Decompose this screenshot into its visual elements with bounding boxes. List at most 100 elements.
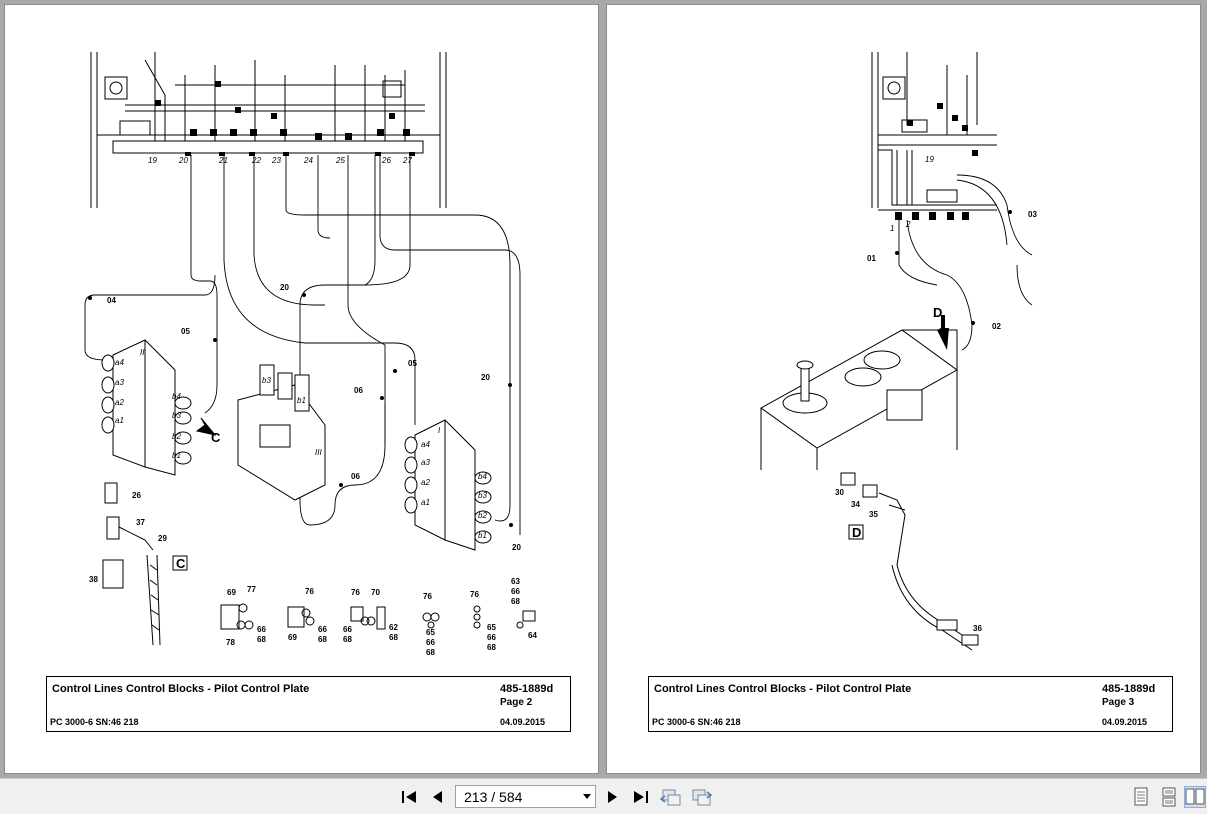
svg-text:66: 66	[257, 625, 266, 634]
document-number-right: 485-1889d	[1102, 683, 1156, 695]
svg-text:a2: a2	[421, 478, 430, 487]
svg-text:b4: b4	[172, 392, 181, 401]
label-27: 27	[402, 156, 412, 165]
hydraulic-drawing-left: 19 20 21 22 23 24 25 26 27	[84, 52, 537, 657]
svg-text:38: 38	[89, 575, 98, 584]
next-view-button[interactable]	[690, 786, 712, 808]
svg-text:66: 66	[426, 638, 435, 647]
title-block: Control Lines Control Blocks - Pilot Con…	[46, 676, 571, 732]
document-page-left: 19 20 21 22 23 24 25 26 27	[5, 5, 598, 773]
svg-text:a3: a3	[115, 378, 124, 387]
last-page-button[interactable]	[630, 786, 652, 808]
label-1: 1	[890, 224, 894, 233]
svg-text:b1: b1	[297, 396, 306, 405]
label-20: 20	[178, 156, 188, 165]
svg-text:30: 30	[835, 488, 844, 497]
svg-text:65: 65	[487, 623, 496, 632]
line-label-04: 04	[107, 296, 116, 305]
svg-text:37: 37	[136, 518, 145, 527]
svg-text:66: 66	[511, 587, 520, 596]
label-21: 21	[218, 156, 228, 165]
svg-text:68: 68	[487, 643, 496, 652]
svg-text:69: 69	[288, 633, 297, 642]
svg-text:b4: b4	[478, 472, 487, 481]
label-22: 22	[251, 156, 261, 165]
line-label-03: 03	[1028, 210, 1037, 219]
model-serial-right: PC 3000-6 SN:46 218	[652, 717, 741, 727]
svg-text:a2: a2	[115, 398, 124, 407]
page-label: Page 2	[500, 697, 533, 708]
previous-page-button[interactable]	[426, 786, 448, 808]
continuous-page-icon	[1162, 787, 1176, 807]
drawing-title-right: Control Lines Control Blocks - Pilot Con…	[654, 683, 912, 695]
svg-text:a1: a1	[115, 416, 124, 425]
first-page-icon	[402, 791, 416, 803]
svg-text:68: 68	[426, 648, 435, 657]
svg-text:68: 68	[389, 633, 398, 642]
svg-text:76: 76	[305, 587, 314, 596]
svg-text:66: 66	[318, 625, 327, 634]
drawing-date: 04.09.2015	[500, 717, 546, 727]
svg-text:62: 62	[389, 623, 398, 632]
viewer-toolbar: 213 / 584	[0, 778, 1207, 814]
line-label-20c: 20	[512, 543, 521, 552]
svg-text:65: 65	[426, 628, 435, 637]
single-page-view-button[interactable]	[1130, 786, 1152, 808]
label-19-right: 19	[925, 155, 934, 164]
svg-text:68: 68	[257, 635, 266, 644]
svg-text:b2: b2	[478, 511, 487, 520]
svg-text:III: III	[315, 448, 322, 457]
line-label-20b: 20	[481, 373, 490, 382]
arrow-label-d: D	[933, 305, 942, 320]
svg-text:77: 77	[247, 585, 256, 594]
svg-text:I: I	[438, 426, 441, 435]
svg-text:II: II	[140, 348, 145, 357]
label-19: 19	[148, 156, 157, 165]
svg-text:69: 69	[227, 588, 236, 597]
previous-view-button[interactable]	[660, 786, 682, 808]
svg-text:34: 34	[851, 500, 860, 509]
next-page-button[interactable]	[602, 786, 624, 808]
continuous-view-button[interactable]	[1158, 786, 1180, 808]
svg-text:29: 29	[158, 534, 167, 543]
document-number: 485-1889d	[500, 683, 554, 695]
svg-text:66: 66	[487, 633, 496, 642]
detail-label-c: C	[176, 556, 186, 571]
svg-text:35: 35	[869, 510, 878, 519]
model-serial: PC 3000-6 SN:46 218	[50, 717, 139, 727]
line-label-02: 02	[992, 322, 1001, 331]
next-view-icon	[692, 789, 712, 806]
label-26: 26	[381, 156, 391, 165]
svg-text:b3: b3	[172, 411, 181, 420]
svg-text:36: 36	[973, 624, 982, 633]
svg-text:b1: b1	[172, 451, 181, 460]
line-label-20: 20	[280, 283, 289, 292]
two-page-icon	[1185, 788, 1205, 805]
svg-text:63: 63	[511, 577, 520, 586]
svg-text:76: 76	[470, 590, 479, 599]
label-25: 25	[335, 156, 345, 165]
line-label-05b: 05	[408, 359, 417, 368]
last-page-icon	[634, 791, 648, 803]
page-label-right: Page 3	[1102, 697, 1135, 708]
svg-text:68: 68	[318, 635, 327, 644]
svg-text:70: 70	[371, 588, 380, 597]
svg-text:b1: b1	[478, 531, 487, 540]
control-block-III: b3 b1 III	[237, 364, 326, 501]
svg-text:26: 26	[132, 491, 141, 500]
first-page-button[interactable]	[398, 786, 420, 808]
svg-text:68: 68	[511, 597, 520, 606]
next-page-icon	[608, 791, 617, 803]
page-selector[interactable]: 213 / 584	[455, 785, 596, 808]
label-24: 24	[303, 156, 313, 165]
svg-text:a3: a3	[421, 458, 430, 467]
svg-text:66: 66	[343, 625, 352, 634]
svg-text:68: 68	[343, 635, 352, 644]
svg-text:a4: a4	[421, 440, 430, 449]
drawing-title: Control Lines Control Blocks - Pilot Con…	[52, 683, 310, 695]
two-page-view-button[interactable]	[1184, 786, 1206, 808]
hydraulic-drawing-right: 19 1 2 01 02 03 D	[760, 52, 1037, 651]
control-block-II: II a4 a3 a2 a1 b4 b3 b2 b1	[101, 339, 192, 476]
drawing-date-right: 04.09.2015	[1102, 717, 1148, 727]
svg-text:b2: b2	[172, 432, 181, 441]
